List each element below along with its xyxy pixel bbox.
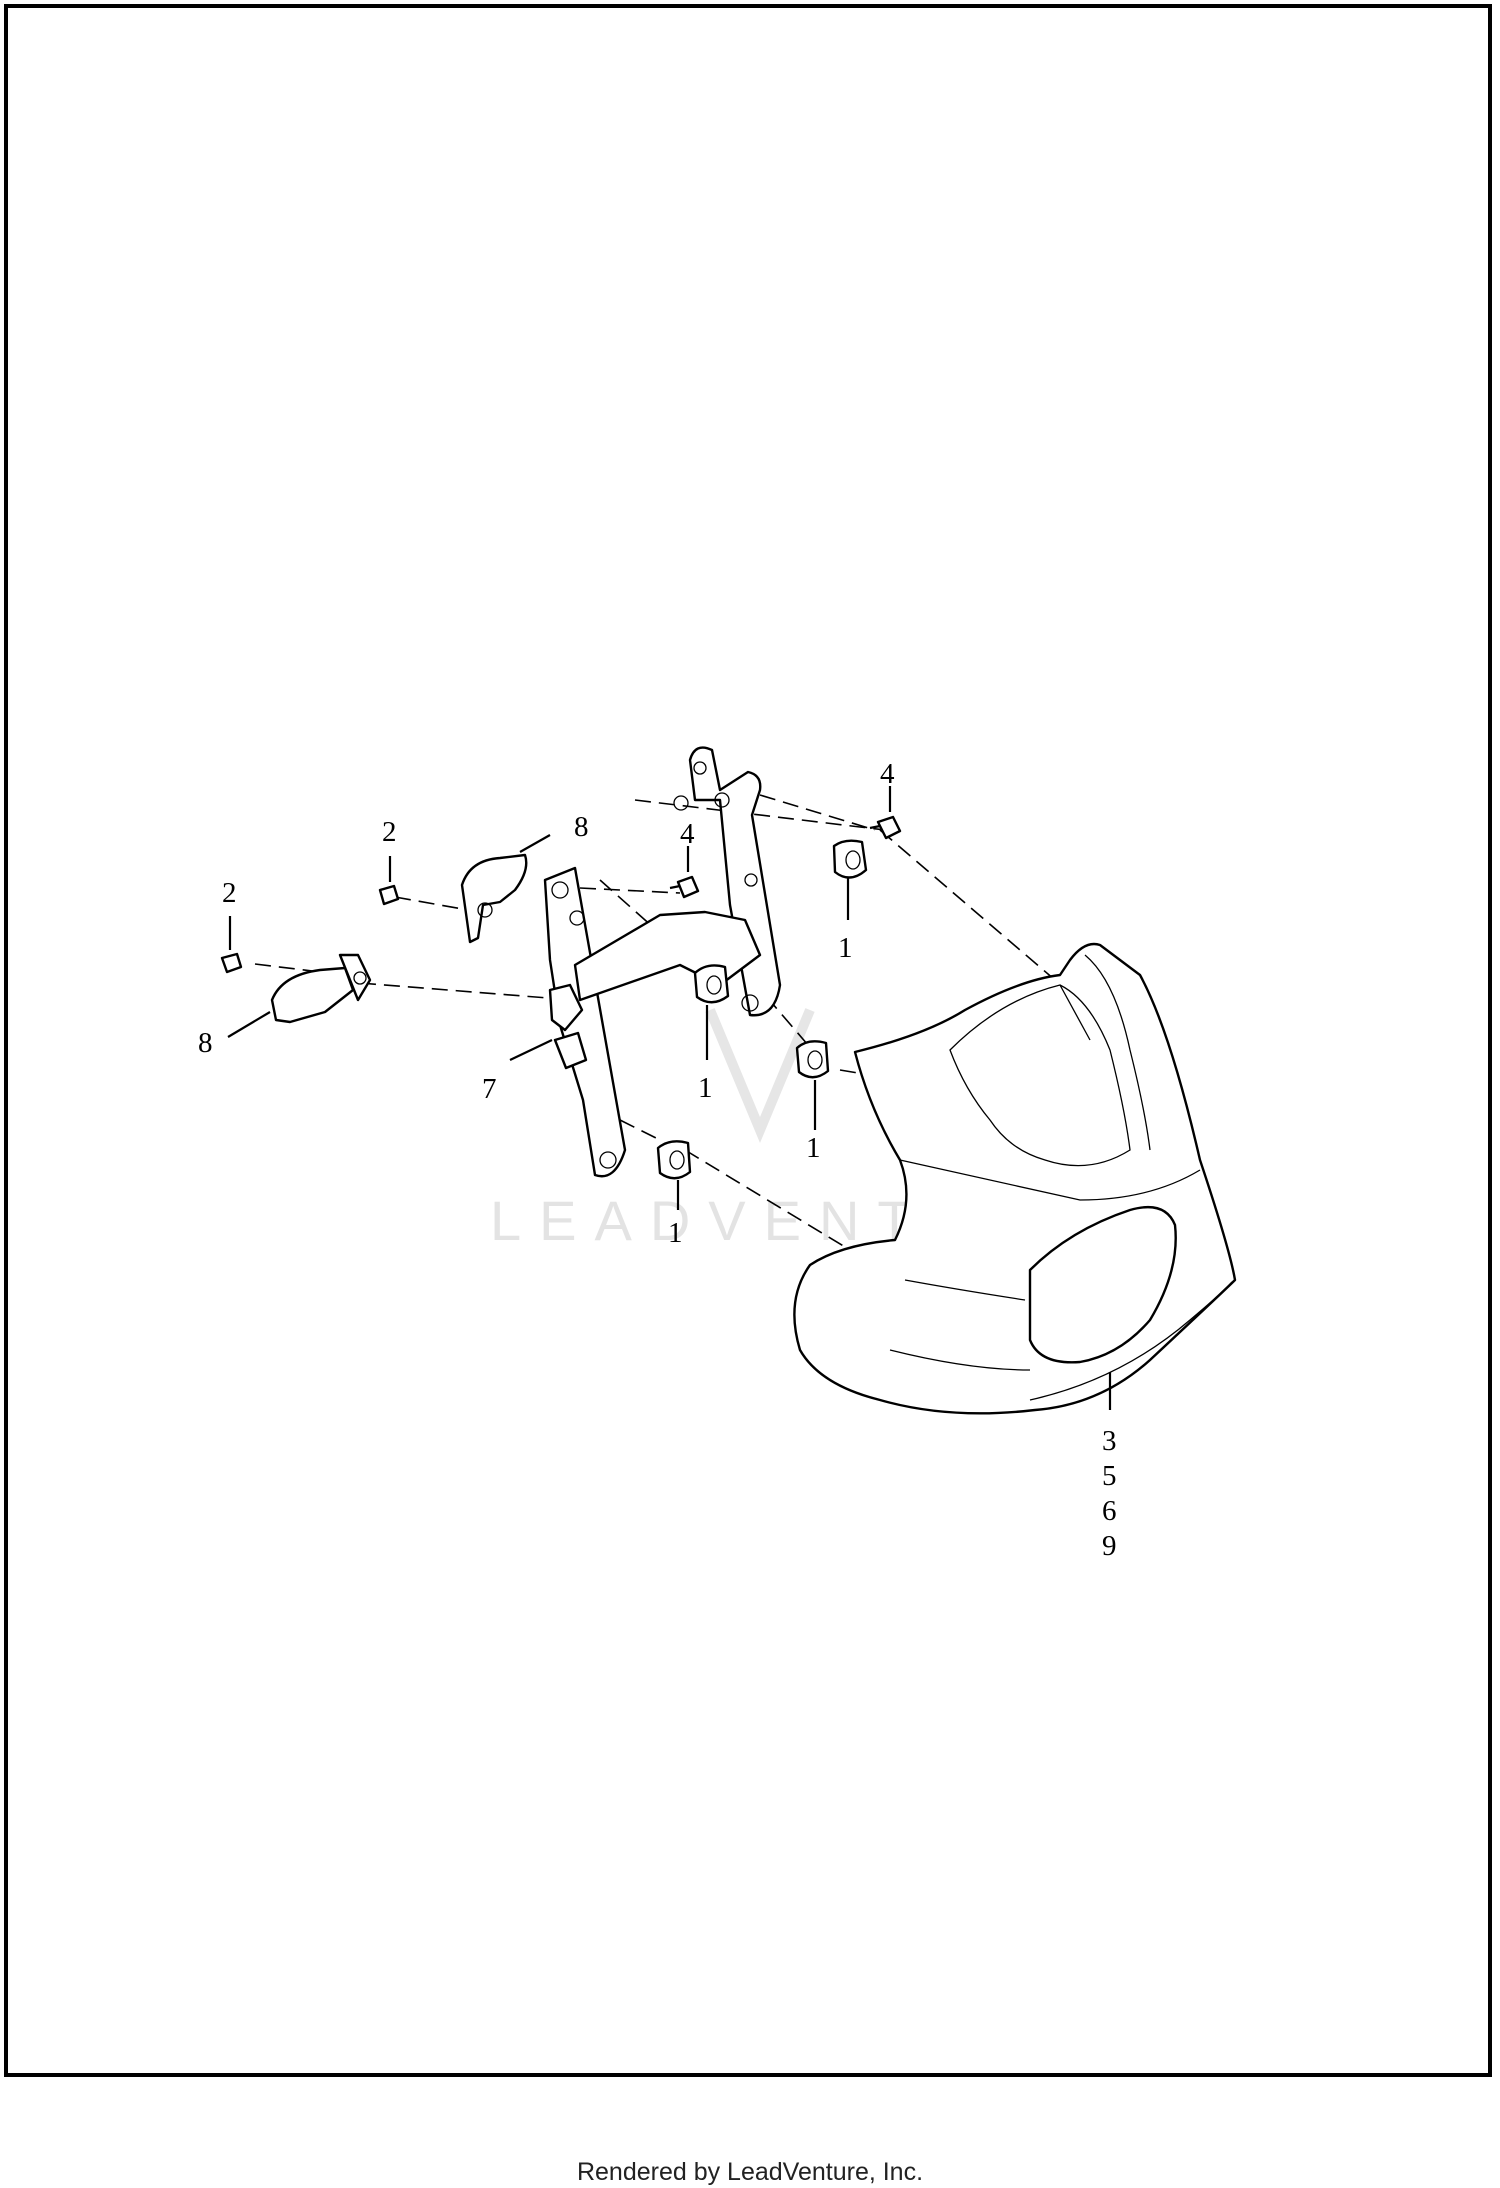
- callout-7: 7: [482, 1073, 497, 1105]
- diagram-frame: [4, 4, 1492, 2077]
- callout-1: 1: [838, 932, 853, 964]
- grommets: [656, 839, 868, 1180]
- footer-credit: Rendered by LeadVenture, Inc.: [576, 2158, 924, 2186]
- mounting-bracket: [543, 746, 782, 1178]
- callout-4: 4: [880, 758, 895, 790]
- screws: [220, 815, 902, 974]
- callout-6: 6: [1102, 1495, 1117, 1527]
- callout-4: 4: [680, 818, 695, 850]
- callout-1: 1: [806, 1132, 821, 1164]
- callout-5: 5: [1102, 1460, 1117, 1492]
- reflector-lower: [270, 953, 372, 1024]
- callout-8: 8: [198, 1027, 213, 1059]
- callout-1: 1: [668, 1217, 683, 1249]
- callouts: 4 4 2 2 8 8 7 1 1 1 1 3 5 6 9: [198, 758, 1117, 1562]
- reflector-upper: [460, 853, 528, 944]
- callout-3: 3: [1102, 1425, 1117, 1457]
- headlamp-fairing: [793, 942, 1237, 1415]
- callout-2: 2: [222, 877, 237, 909]
- leader-lines: [227, 786, 1112, 1410]
- callout-8: 8: [574, 811, 589, 843]
- callout-9: 9: [1102, 1530, 1117, 1562]
- callout-1: 1: [698, 1072, 713, 1104]
- watermark-logo-icon: [705, 1008, 815, 1143]
- callout-2: 2: [382, 816, 397, 848]
